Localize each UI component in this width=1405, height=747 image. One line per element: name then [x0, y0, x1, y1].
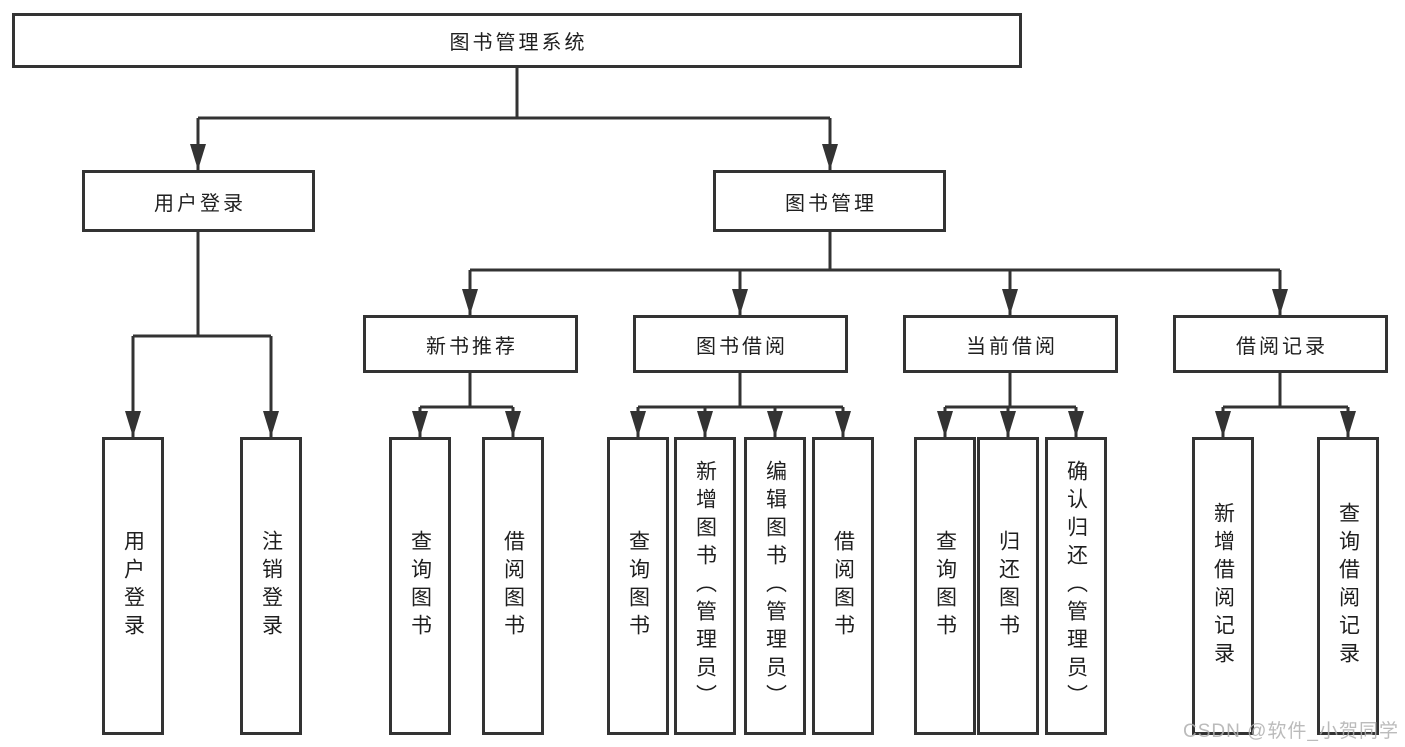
leaf-bb-edit-book-admin: 编辑图书（管理员） [744, 437, 806, 735]
node-new-book-recommend-label: 新书推荐 [426, 335, 518, 358]
node-book-borrow: 图书借阅 [633, 315, 848, 373]
leaf-rec-borrow-book: 借阅图书 [482, 437, 544, 735]
leaf-br-query-record-label: 查询借阅记录 [1336, 502, 1360, 670]
leaf-br-query-record: 查询借阅记录 [1317, 437, 1379, 735]
node-borrow-record-label: 借阅记录 [1236, 335, 1328, 358]
leaf-rec-query-book: 查询图书 [389, 437, 451, 735]
leaf-br-add-record-label: 新增借阅记录 [1211, 502, 1235, 670]
node-root-label: 图书管理系统 [449, 32, 588, 54]
leaf-rec-query-book-label: 查询图书 [408, 530, 432, 642]
node-borrow-record: 借阅记录 [1173, 315, 1388, 373]
node-book-management: 图书管理 [713, 170, 946, 232]
leaf-cb-confirm-return-admin-label: 确认归还（管理员） [1064, 460, 1088, 712]
leaf-cb-query-book: 查询图书 [914, 437, 976, 735]
node-current-borrow-label: 当前借阅 [966, 335, 1058, 358]
leaf-cb-return-book-label: 归还图书 [996, 530, 1020, 642]
leaf-bb-add-book-admin-label: 新增图书（管理员） [693, 460, 717, 712]
leaf-bb-query-book-label: 查询图书 [626, 530, 650, 642]
node-book-management-label: 图书管理 [785, 192, 877, 215]
leaf-bb-borrow-book: 借阅图书 [812, 437, 874, 735]
node-user-login-label: 用户登录 [154, 192, 246, 215]
node-book-borrow-label: 图书借阅 [696, 335, 788, 358]
leaf-cb-query-book-label: 查询图书 [933, 530, 957, 642]
csdn-watermark: CSDN @软件_小贺同学 [1183, 721, 1399, 742]
leaf-logout: 注销登录 [240, 437, 302, 735]
leaf-rec-borrow-book-label: 借阅图书 [501, 530, 525, 642]
leaf-bb-query-book: 查询图书 [607, 437, 669, 735]
leaf-cb-return-book: 归还图书 [977, 437, 1039, 735]
leaf-bb-borrow-book-label: 借阅图书 [831, 530, 855, 642]
leaf-br-add-record: 新增借阅记录 [1192, 437, 1254, 735]
node-root: 图书管理系统 [12, 13, 1022, 68]
leaf-bb-edit-book-admin-label: 编辑图书（管理员） [763, 460, 787, 712]
leaf-logout-label: 注销登录 [259, 530, 283, 642]
node-user-login: 用户登录 [82, 170, 315, 232]
node-current-borrow: 当前借阅 [903, 315, 1118, 373]
leaf-user-login: 用户登录 [102, 437, 164, 735]
leaf-cb-confirm-return-admin: 确认归还（管理员） [1045, 437, 1107, 735]
leaf-user-login-label: 用户登录 [121, 530, 145, 642]
node-new-book-recommend: 新书推荐 [363, 315, 578, 373]
leaf-bb-add-book-admin: 新增图书（管理员） [674, 437, 736, 735]
